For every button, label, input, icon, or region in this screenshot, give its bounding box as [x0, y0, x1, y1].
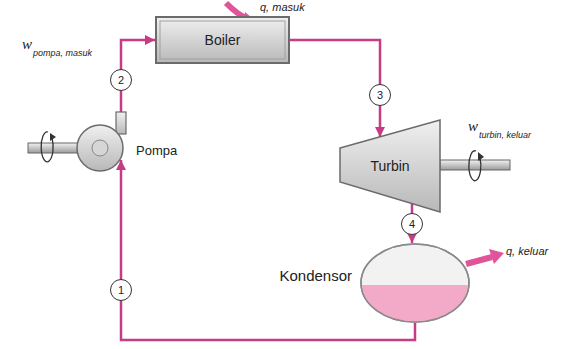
quantity-label: pompa, masuk [33, 48, 92, 58]
quantity-label: w [22, 36, 32, 53]
boiler-box: Boiler [155, 16, 290, 64]
pipe-line [290, 40, 380, 137]
turbine-shaft [440, 160, 510, 170]
quantity-label: q, masuk [260, 1, 305, 13]
flow-arrowhead [145, 35, 155, 45]
node-label: Kondensor [279, 267, 352, 284]
callout-number: 1 [110, 279, 132, 301]
callout-number: 2 [110, 69, 132, 91]
pump-symbol-outline [76, 112, 128, 172]
node-label: Pompa [136, 143, 177, 158]
heat-out-arrow [466, 257, 492, 264]
rotation-arrowhead [478, 152, 484, 161]
turbine-shape: Turbin [340, 120, 440, 212]
callout-number: 4 [401, 213, 423, 235]
pump-symbol: Pompa [76, 112, 128, 172]
condenser-vessel-outline [360, 243, 470, 323]
quantity-label: turbin, keluar [479, 130, 531, 140]
node-label: Boiler [205, 32, 241, 48]
condenser-vessel: Kondensor [360, 243, 470, 323]
quantity-label: q, keluar [506, 245, 548, 257]
callout-number: 3 [369, 84, 391, 106]
heat-out-arrowhead [489, 249, 504, 264]
quantity-label: w [468, 118, 478, 135]
node-label: Turbin [370, 158, 409, 174]
rotation-arrowhead [50, 133, 56, 141]
